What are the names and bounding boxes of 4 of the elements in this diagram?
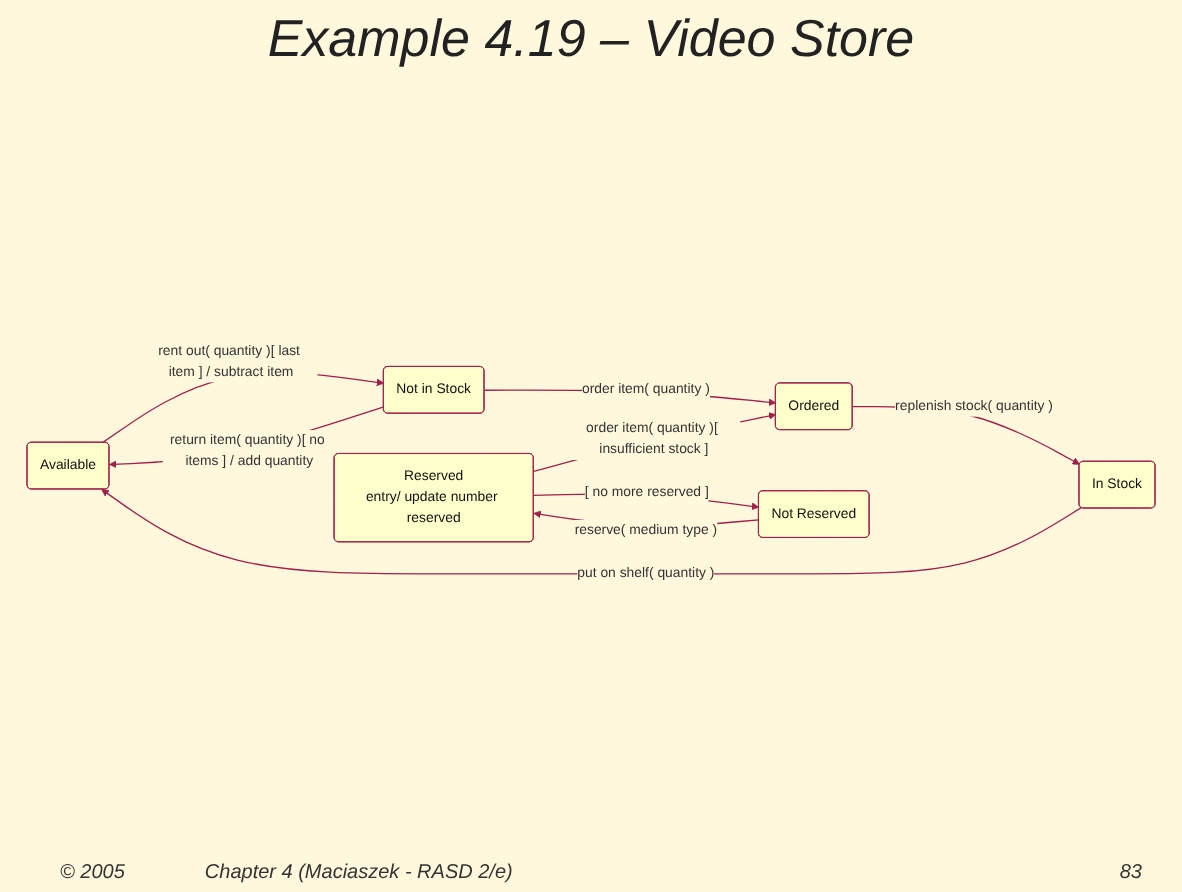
footer-text: © 2005 (60, 862, 125, 884)
footer-text: Chapter 4 (Maciaszek - RASD 2/e) (204, 862, 513, 884)
footer-text: 83 (1119, 862, 1142, 884)
title: Example 4.19 – Video Store (265, 8, 917, 70)
